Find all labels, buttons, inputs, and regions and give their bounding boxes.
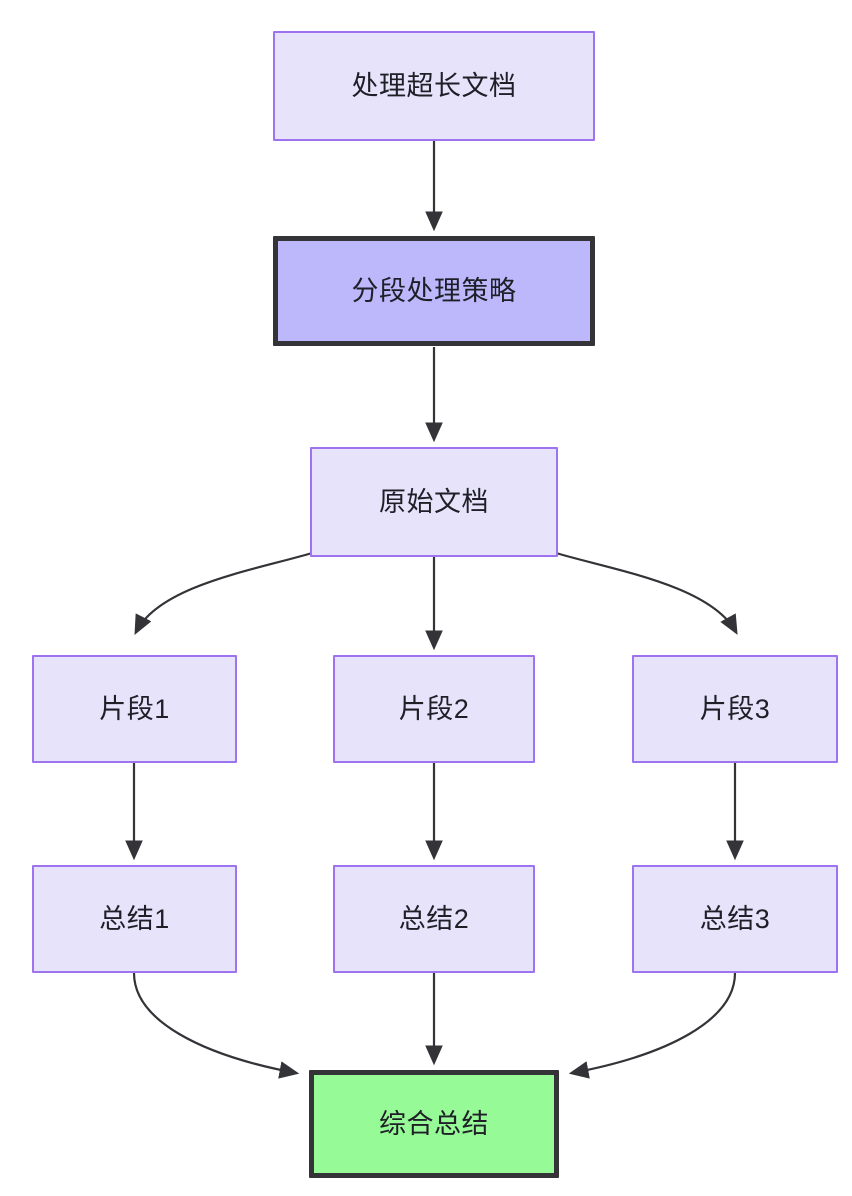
node-fragment-3[interactable]: 片段3 [632,655,838,763]
node-label: 综合总结 [379,1108,489,1139]
node-label: 原始文档 [379,486,489,517]
node-fragment-1[interactable]: 片段1 [32,655,237,763]
node-label: 处理超长文档 [351,70,517,101]
node-label: 总结1 [99,903,170,934]
node-process-long-doc[interactable]: 处理超长文档 [273,31,595,141]
node-final-summary[interactable]: 综合总结 [309,1070,559,1178]
edge-summary-3-to-final-summary [568,972,737,1079]
node-fragment-2[interactable]: 片段2 [333,655,535,763]
node-summary-3[interactable]: 总结3 [632,865,838,973]
node-label: 片段3 [699,693,771,724]
edge-original-doc-to-fragment-1 [134,551,313,635]
node-label: 片段1 [99,693,170,724]
edge-original-doc-to-fragment-3 [555,551,738,635]
node-chunk-strategy[interactable]: 分段处理策略 [273,236,595,346]
node-label: 总结3 [699,903,771,934]
node-label: 片段2 [398,693,470,724]
node-summary-2[interactable]: 总结2 [333,865,535,973]
node-label: 总结2 [398,903,470,934]
node-original-doc[interactable]: 原始文档 [310,447,558,557]
node-label: 分段处理策略 [351,275,517,306]
node-summary-1[interactable]: 总结1 [32,865,237,973]
edge-summary-1-to-final-summary [132,972,300,1079]
